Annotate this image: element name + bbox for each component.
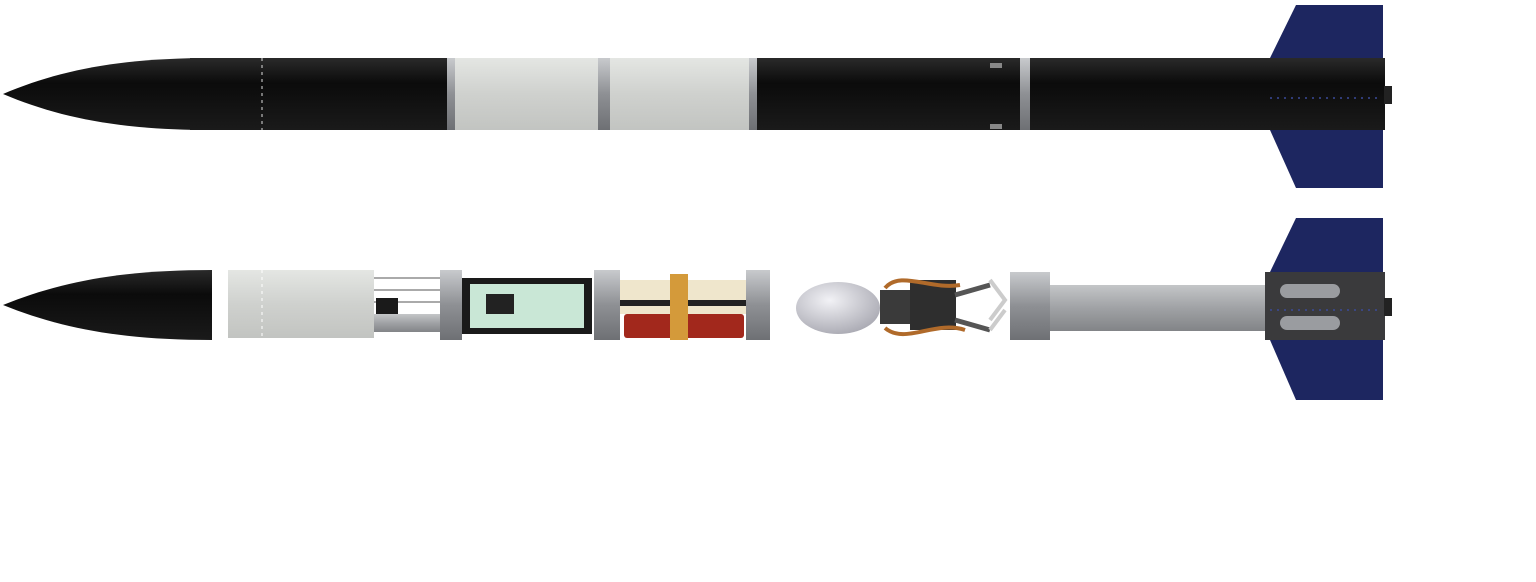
fin-top xyxy=(1270,218,1383,272)
nose-cone xyxy=(3,270,212,340)
motor-nozzle xyxy=(1384,86,1392,104)
fin-bottom xyxy=(1270,340,1383,400)
fin-can xyxy=(1265,272,1385,340)
body-tube-aft xyxy=(757,58,1385,130)
coupler xyxy=(594,270,620,340)
coupler-band xyxy=(1020,58,1030,130)
battery-bay xyxy=(620,274,746,340)
parachute-dome xyxy=(796,282,880,334)
avionics-bay xyxy=(462,278,592,334)
motor-nozzle xyxy=(1384,298,1392,316)
exploded-rocket xyxy=(3,218,1392,400)
fin-bottom xyxy=(1270,130,1383,188)
coupler-band xyxy=(598,58,610,130)
coupler xyxy=(1010,272,1050,340)
assembled-rocket xyxy=(3,5,1392,188)
nose-cone xyxy=(3,58,212,130)
payload-tube xyxy=(228,270,374,338)
coupler xyxy=(746,270,770,340)
motor-tube xyxy=(1050,285,1272,331)
deployment-mechanism xyxy=(880,278,1008,337)
body-tube-forward xyxy=(190,58,447,130)
coupler xyxy=(440,270,462,340)
fin-top xyxy=(1270,5,1383,58)
